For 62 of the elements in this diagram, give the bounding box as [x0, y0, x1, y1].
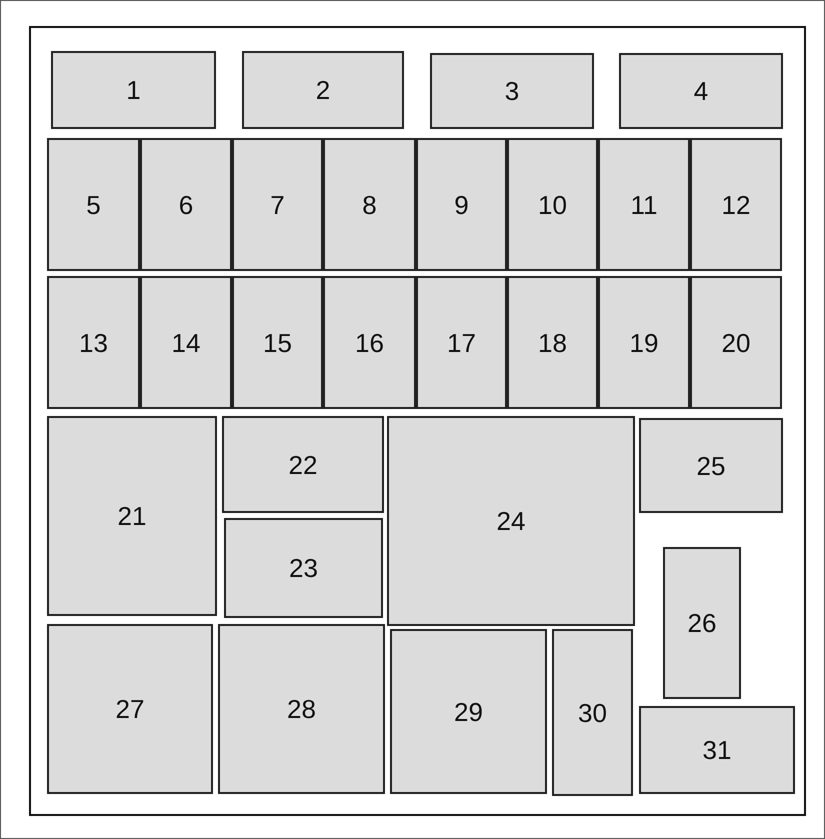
box-number: 15: [263, 330, 292, 356]
numbered-box: [51, 51, 216, 129]
box-number: 17: [447, 330, 476, 356]
numbered-box: [242, 51, 404, 129]
numbered-box: [47, 138, 140, 271]
box-number: 28: [287, 696, 316, 722]
numbered-box: [47, 416, 217, 616]
box-number: 14: [172, 330, 200, 356]
numbered-box: [507, 138, 598, 271]
numbered-box: [323, 276, 416, 409]
numbered-box: [598, 138, 690, 271]
box-number: 1: [126, 77, 141, 103]
numbered-box: [387, 416, 635, 626]
numbered-box: [224, 518, 383, 618]
numbered-box: [232, 276, 323, 409]
box-number: 6: [178, 192, 194, 218]
box-number: 24: [496, 508, 526, 534]
box-number: 30: [578, 700, 607, 726]
numbered-box: [47, 276, 140, 409]
numbered-box: [390, 629, 547, 794]
numbered-box: [232, 138, 323, 271]
numbered-box: [619, 53, 783, 129]
box-number: 29: [454, 698, 483, 724]
box-number: 3: [504, 78, 520, 104]
numbered-box: [416, 276, 507, 409]
box-number: 26: [688, 610, 716, 636]
box-number: 31: [702, 737, 732, 763]
numbered-box: [218, 624, 385, 794]
box-number: 21: [118, 503, 146, 529]
numbered-box: [507, 276, 598, 409]
numbered-box: [222, 416, 384, 513]
numbered-box: [47, 624, 213, 794]
box-number: 7: [270, 192, 285, 218]
box-number: 13: [79, 330, 108, 356]
numbered-box: [430, 53, 594, 129]
box-number: 23: [289, 555, 318, 581]
numbered-box: [323, 138, 416, 271]
box-number: 22: [288, 452, 318, 478]
numbered-box: [140, 138, 232, 271]
numbered-box: [639, 706, 795, 794]
box-number: 27: [116, 696, 144, 722]
box-number: 2: [316, 77, 330, 103]
box-number: 10: [538, 192, 567, 218]
numbered-box: [690, 138, 782, 271]
box-number: 19: [630, 330, 658, 356]
numbered-box: [140, 276, 232, 409]
box-number: 12: [722, 192, 750, 218]
box-number: 11: [630, 192, 658, 218]
box-number: 18: [538, 330, 567, 356]
numbered-box: [552, 629, 633, 796]
numbered-box: [639, 418, 783, 513]
box-number: 9: [454, 192, 469, 218]
box-number: 8: [362, 192, 377, 218]
numbered-box: [690, 276, 782, 409]
numbered-box: [416, 138, 507, 271]
numbered-box: [663, 547, 741, 699]
box-number: 4: [694, 78, 708, 104]
box-number: 5: [86, 192, 101, 218]
box-number: 20: [722, 330, 750, 356]
box-number: 25: [696, 452, 726, 478]
numbered-box: [598, 276, 690, 409]
box-number: 16: [355, 330, 384, 356]
